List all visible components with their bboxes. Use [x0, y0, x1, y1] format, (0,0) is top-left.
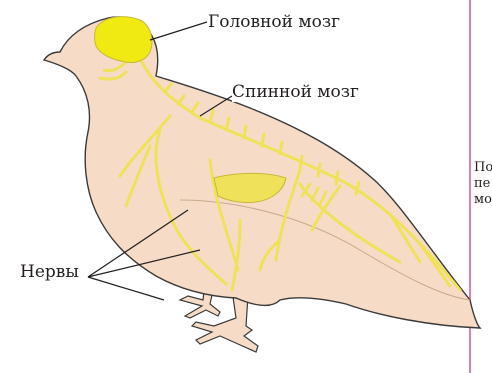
bird-body [44, 17, 480, 328]
label-nerves: Нервы [20, 262, 79, 282]
cut-text-line-2: пе [474, 176, 490, 191]
cut-text-line-3: мо [474, 192, 492, 207]
label-brain: Головной мозг [208, 12, 340, 32]
cut-text-line-1: По [474, 160, 492, 175]
label-spinal-cord: Спинной мозг [232, 82, 359, 102]
leader-brain [150, 22, 207, 40]
leader-nerves-3 [88, 277, 164, 300]
